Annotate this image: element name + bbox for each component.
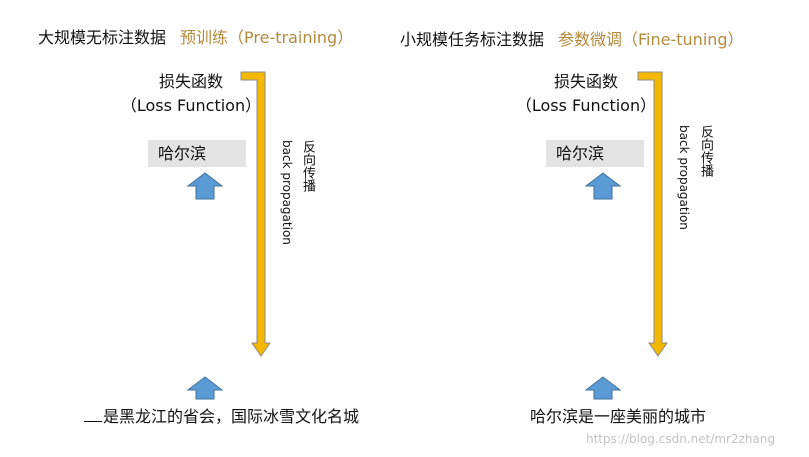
title-right-stage: 参数微调（Fine-tuning） <box>558 30 744 49</box>
title-right-main: 小规模任务标注数据 <box>400 30 545 49</box>
title-right: 小规模任务标注数据参数微调（Fine-tuning） <box>400 26 744 50</box>
up-arrow-left-upper <box>186 172 224 200</box>
sentence-left-text: 是黑龙江的省会，国际冰雪文化名城 <box>103 407 360 426</box>
masked-blank <box>84 407 102 422</box>
back-propagation-arrow-left <box>240 71 271 357</box>
back-propagation-cn-right: 反向传播 <box>698 125 713 177</box>
back-propagation-en-left: back propagation <box>280 140 294 245</box>
title-left-main: 大规模无标注数据 <box>38 28 167 47</box>
loss-function-left-en: （Loss Function） <box>120 96 262 115</box>
loss-function-right-cn: 损失函数 <box>553 72 618 91</box>
loss-function-left: 损失函数 （Loss Function） <box>111 70 271 118</box>
sentence-right: 哈尔滨是一座美丽的城市 <box>530 407 707 426</box>
back-propagation-arrow-right <box>637 71 668 357</box>
sentence-left: 是黑龙江的省会，国际冰雪文化名城 <box>84 403 359 427</box>
up-arrow-left-lower <box>186 376 224 400</box>
word-box-left: 哈尔滨 <box>148 140 246 167</box>
watermark: https://blog.csdn.net/mr2zhang <box>586 432 776 446</box>
loss-function-right: 损失函数 （Loss Function） <box>506 70 666 118</box>
up-arrow-right-lower <box>584 376 622 400</box>
title-left: 大规模无标注数据预训练（Pre-training） <box>38 24 353 48</box>
word-box-right: 哈尔滨 <box>546 140 644 167</box>
loss-function-left-cn: 损失函数 <box>158 72 223 91</box>
loss-function-right-en: （Loss Function） <box>515 96 657 115</box>
back-propagation-en-right: back propagation <box>677 125 691 230</box>
back-propagation-cn-left: 反向传播 <box>300 140 315 192</box>
title-left-stage: 预训练（Pre-training） <box>180 28 354 47</box>
up-arrow-right-upper <box>584 172 622 200</box>
